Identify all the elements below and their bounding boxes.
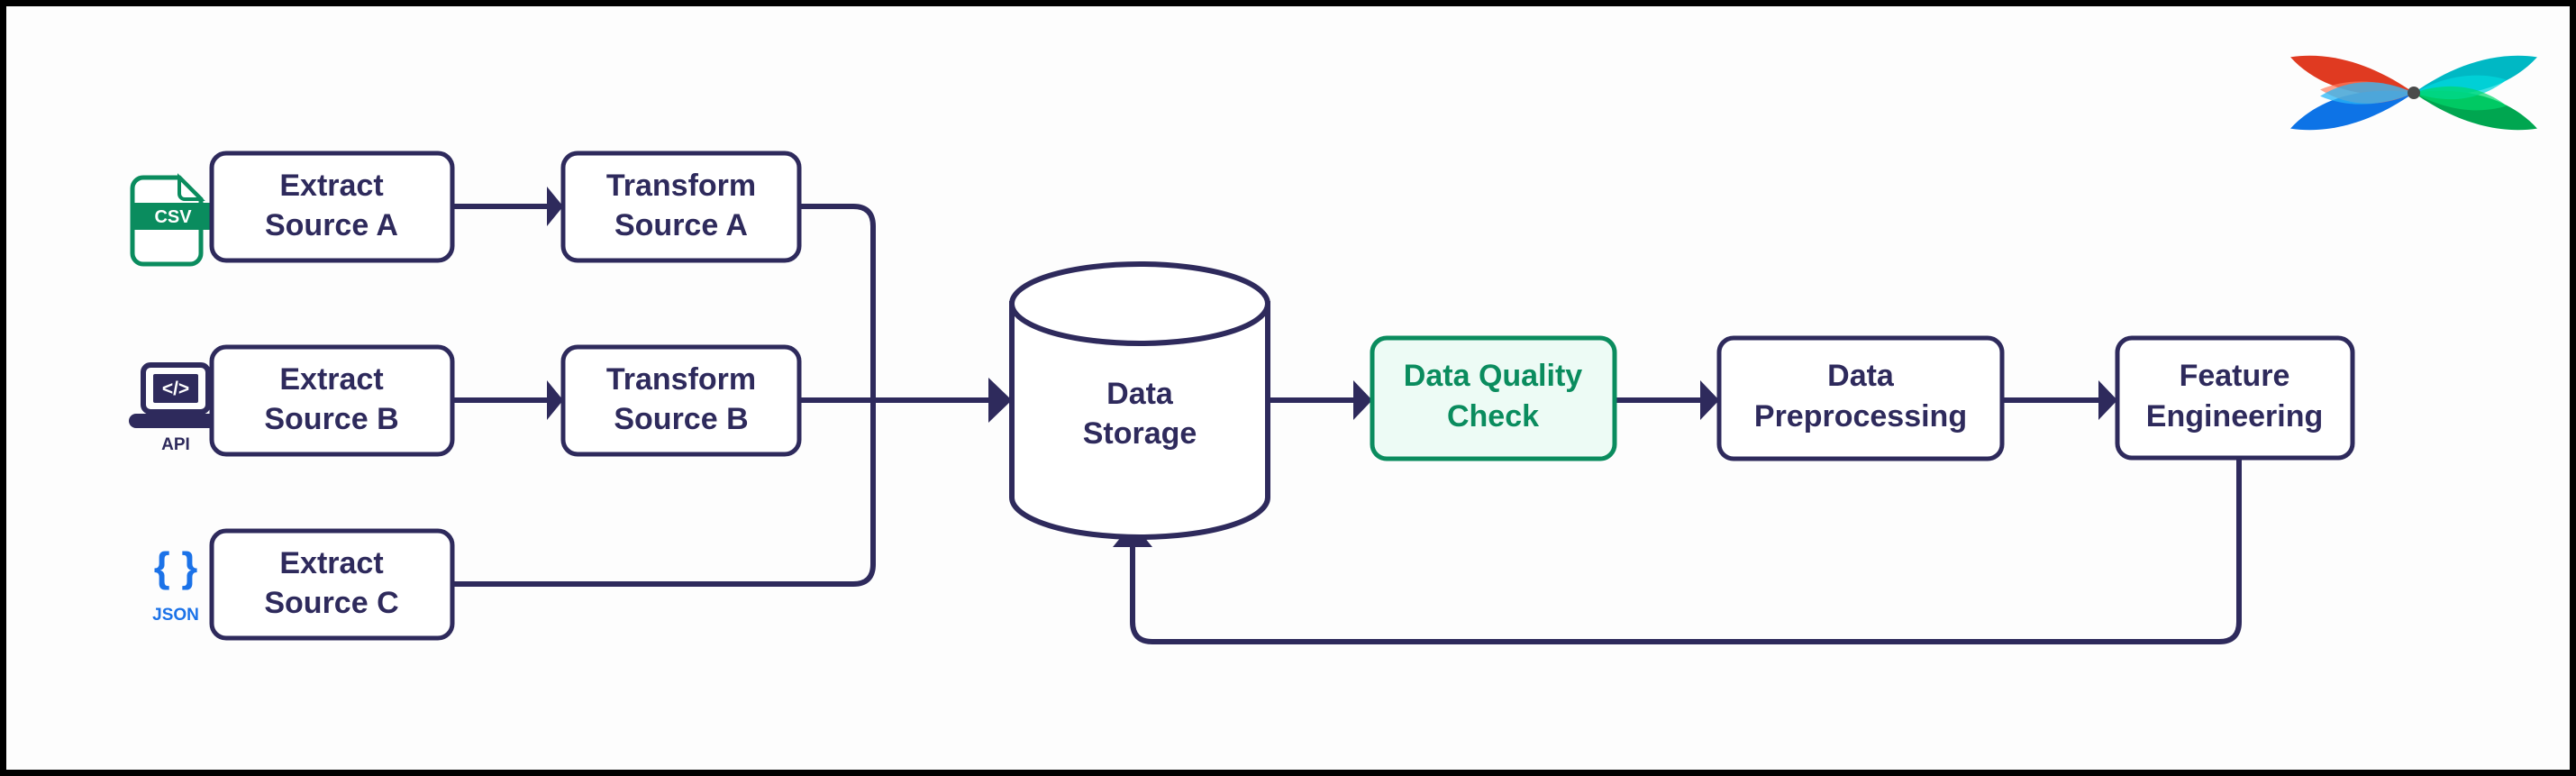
node-extract-c[interactable]: Extract Source C: [209, 528, 455, 641]
edge-preprocess-to-feature: [2002, 380, 2117, 420]
edge-feature-feedback-to-storage: [1113, 458, 2242, 644]
node-storage-line2: Storage: [1083, 416, 1197, 451]
node-storage-line1: Data: [1106, 377, 1174, 411]
node-preprocess-line1: Data: [1827, 359, 1895, 393]
csv-icon-label: CSV: [154, 207, 192, 227]
node-transform-b-line1: Transform: [606, 362, 756, 397]
arrowhead: [1700, 380, 1719, 420]
edge-extract-c-to-storage: [452, 400, 876, 587]
node-extract-a-line2: Source A: [265, 208, 398, 242]
pipeline-diagram: CSV </> API { } JSON Extract Source A Ex…: [129, 55, 2537, 644]
node-extract-a[interactable]: Extract Source A: [209, 151, 455, 263]
edge-transform-a-to-storage: [799, 204, 876, 400]
node-transform-a-line1: Transform: [606, 169, 756, 203]
edge-storage-to-quality: [1268, 380, 1372, 420]
node-transform-b[interactable]: Transform Source B: [560, 344, 802, 457]
node-preprocess-line2: Preprocessing: [1754, 399, 1967, 434]
node-quality-line1: Data Quality: [1404, 359, 1582, 393]
node-extract-c-line2: Source C: [264, 586, 398, 620]
arrowhead: [547, 187, 563, 226]
edge-quality-to-preprocess: [1615, 380, 1719, 420]
arrowhead: [1353, 380, 1372, 420]
csv-file-icon: CSV: [130, 173, 214, 267]
arrowhead: [2098, 380, 2117, 420]
node-extract-c-line1: Extract: [279, 546, 383, 580]
node-quality-line2: Check: [1447, 399, 1539, 434]
airflow-pinwheel-logo: [2290, 55, 2537, 131]
node-extract-a-line1: Extract: [279, 169, 383, 203]
node-transform-b-line2: Source B: [614, 402, 748, 436]
arrowhead: [988, 378, 1012, 423]
edge-extract-b-to-transform-b: [452, 380, 563, 420]
json-brace-glyph: { }: [154, 543, 198, 590]
api-laptop-icon: </> API: [129, 362, 223, 454]
node-data-quality-check[interactable]: Data Quality Check: [1370, 335, 1617, 461]
node-data-storage[interactable]: Data Storage: [1009, 261, 1270, 540]
node-feature-line1: Feature: [2180, 359, 2290, 393]
node-extract-b[interactable]: Extract Source B: [209, 344, 455, 457]
node-feature-engineering[interactable]: Feature Engineering: [2115, 335, 2355, 461]
node-extract-b-line2: Source B: [264, 402, 398, 436]
edge-extract-a-to-transform-a: [452, 187, 563, 226]
api-icon-label: API: [161, 435, 190, 454]
node-extract-b-line1: Extract: [279, 362, 383, 397]
node-feature-line2: Engineering: [2146, 399, 2323, 434]
json-braces-icon: { } JSON: [152, 543, 199, 625]
node-transform-a-line2: Source A: [614, 208, 748, 242]
node-transform-a[interactable]: Transform Source A: [560, 151, 802, 263]
api-code-glyph: </>: [162, 379, 189, 399]
arrowhead: [547, 380, 563, 420]
node-data-preprocessing[interactable]: Data Preprocessing: [1716, 335, 2005, 461]
json-icon-label: JSON: [152, 606, 199, 625]
arrow-into-storage: [988, 378, 1012, 423]
